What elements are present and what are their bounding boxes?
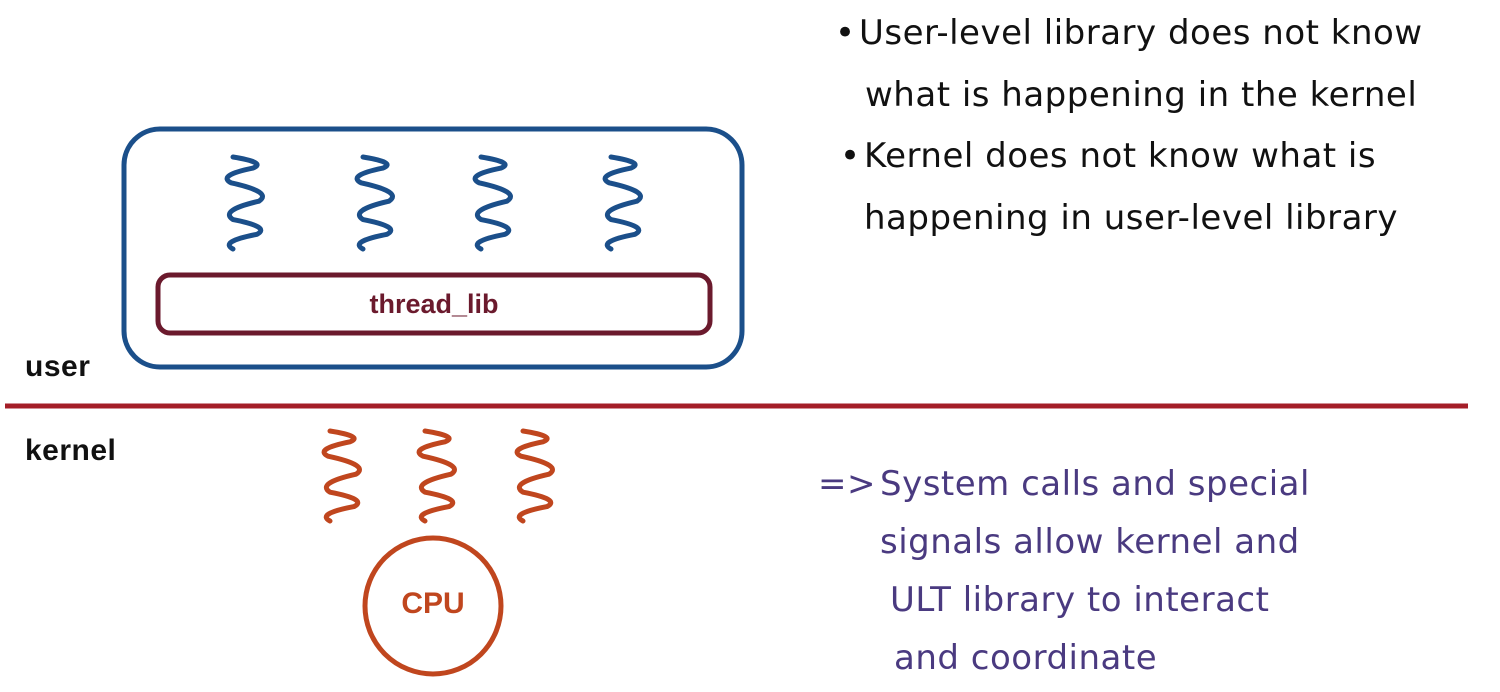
squiggle-thread-icon: [416, 428, 457, 524]
conclusion-note: =>System calls and special signals allow…: [818, 455, 1310, 687]
cpu-label: CPU: [401, 587, 465, 620]
conclusion-line-4: and coordinate: [894, 638, 1158, 678]
implies-arrow: =>: [818, 464, 876, 504]
bullet-note-2-line-2: happening in user-level library: [864, 198, 1398, 238]
bullet-dot: •: [840, 136, 861, 176]
cpu-circle: [362, 535, 504, 677]
bullet-note-1: •User-level library does not know what i…: [835, 2, 1423, 126]
squiggle-thread-icon: [472, 154, 513, 252]
thread-lib-label: thread_lib: [369, 289, 499, 319]
conclusion-line-3: ULT library to interact: [890, 580, 1270, 620]
conclusion-line-2: signals allow kernel and: [880, 522, 1300, 562]
squiggle-thread-icon: [514, 428, 555, 524]
conclusion-line-1: =>System calls and special: [818, 455, 1310, 513]
user-threads-group: [224, 154, 643, 252]
bullet-note-2: •Kernel does not know what is happening …: [840, 125, 1398, 249]
bullet-note-2-line-1: •Kernel does not know what is: [840, 125, 1398, 187]
bullet-note-1-line-2: what is happening in the kernel: [865, 75, 1418, 115]
squiggle-thread-icon: [224, 154, 265, 252]
kernel-layer-label: kernel: [25, 434, 117, 467]
bullet-dot: •: [835, 13, 856, 53]
squiggle-thread-icon: [321, 428, 362, 524]
thread-lib-box: [155, 272, 713, 336]
user-layer-label: user: [25, 350, 91, 383]
kernel-threads-group: [321, 428, 555, 524]
squiggle-thread-icon: [354, 154, 395, 252]
squiggle-thread-icon: [602, 154, 643, 252]
user-process-box: [121, 126, 745, 370]
bullet-note-1-line-1: •User-level library does not know: [835, 2, 1423, 64]
